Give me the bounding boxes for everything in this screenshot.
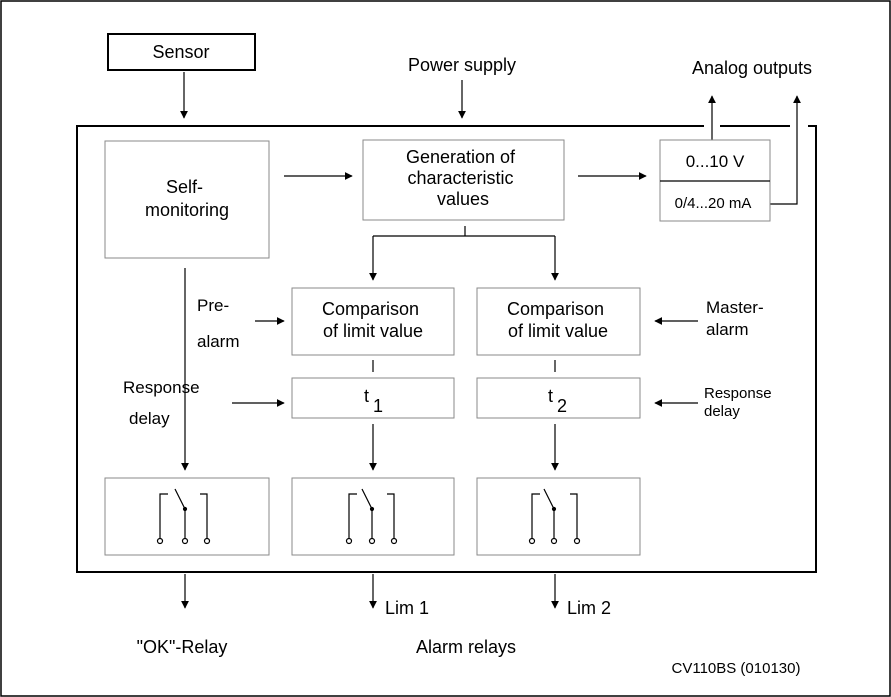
self-monitoring-label: Self- monitoring <box>145 177 229 220</box>
master-alarm-line-2: alarm <box>706 320 749 339</box>
generation-line-3: values <box>437 189 489 209</box>
lim2-label: Lim 2 <box>567 598 611 618</box>
ok-relay-box <box>104 477 270 556</box>
master-alarm-line-1: Master- <box>706 298 764 317</box>
delay-t2-subscript: 2 <box>557 396 567 416</box>
generation-line-2: characteristic <box>407 168 513 188</box>
comparison-2-label: Comparison of limit value <box>507 299 609 341</box>
output-voltage-label: 0...10 V <box>686 152 745 171</box>
output-current-label: 0/4...20 mA <box>675 195 752 212</box>
generation-line-1: Generation of <box>406 147 516 167</box>
generation-label: Generation of characteristic values <box>406 147 520 209</box>
ok-relay-switch-icon <box>156 488 211 545</box>
pre-alarm-label: Pre- alarm <box>197 296 240 351</box>
lim1-label: Lim 1 <box>385 598 429 618</box>
response-delay-left-label: Response delay <box>123 378 204 428</box>
comparison-1-box <box>291 287 455 356</box>
sensor-label: Sensor <box>152 42 209 62</box>
pre-alarm-line-1: Pre- <box>197 296 229 315</box>
delay-t2-label: t <box>548 386 553 406</box>
delay-t1-box <box>291 377 455 419</box>
delay-t1-subscript: 1 <box>373 396 383 416</box>
delay-t2-box <box>476 377 641 419</box>
lim1-relay-switch-icon <box>345 488 398 545</box>
ok-relay-label: "OK"-Relay <box>137 637 228 657</box>
sensor-box <box>107 33 256 71</box>
comparison-2-line-2: of limit value <box>508 321 608 341</box>
response-delay-left-line-1: Response <box>123 378 200 397</box>
pre-alarm-line-2: alarm <box>197 332 240 351</box>
response-delay-right-line-1: Response <box>704 385 772 402</box>
figure-code: CV110BS (010130) <box>672 660 801 677</box>
lim2-relay-box <box>476 477 641 556</box>
lim2-relay-switch-icon <box>528 488 581 545</box>
comparison-1-line-2: of limit value <box>323 321 423 341</box>
comparison-2-box <box>476 287 641 356</box>
analog-outputs-label: Analog outputs <box>692 58 812 78</box>
alarm-relays-label: Alarm relays <box>416 637 516 657</box>
comparison-1-label: Comparison of limit value <box>322 299 424 341</box>
response-delay-right-label: Response delay <box>704 385 776 420</box>
power-supply-label: Power supply <box>408 55 516 75</box>
lim1-relay-box <box>291 477 455 556</box>
device-frame <box>76 125 817 573</box>
analog-out-current-arrow <box>770 95 801 205</box>
master-alarm-label: Master- alarm <box>706 298 768 339</box>
response-delay-left-line-2: delay <box>129 409 170 428</box>
delay-t1-label: t <box>364 386 369 406</box>
generation-box <box>362 139 565 221</box>
self-monitoring-line-1: Self- <box>166 177 203 197</box>
comparison-2-line-1: Comparison <box>507 299 604 319</box>
self-monitoring-line-2: monitoring <box>145 200 229 220</box>
comparison-1-line-1: Comparison <box>322 299 419 319</box>
self-monitoring-box <box>104 140 270 259</box>
response-delay-right-line-2: delay <box>704 403 740 420</box>
